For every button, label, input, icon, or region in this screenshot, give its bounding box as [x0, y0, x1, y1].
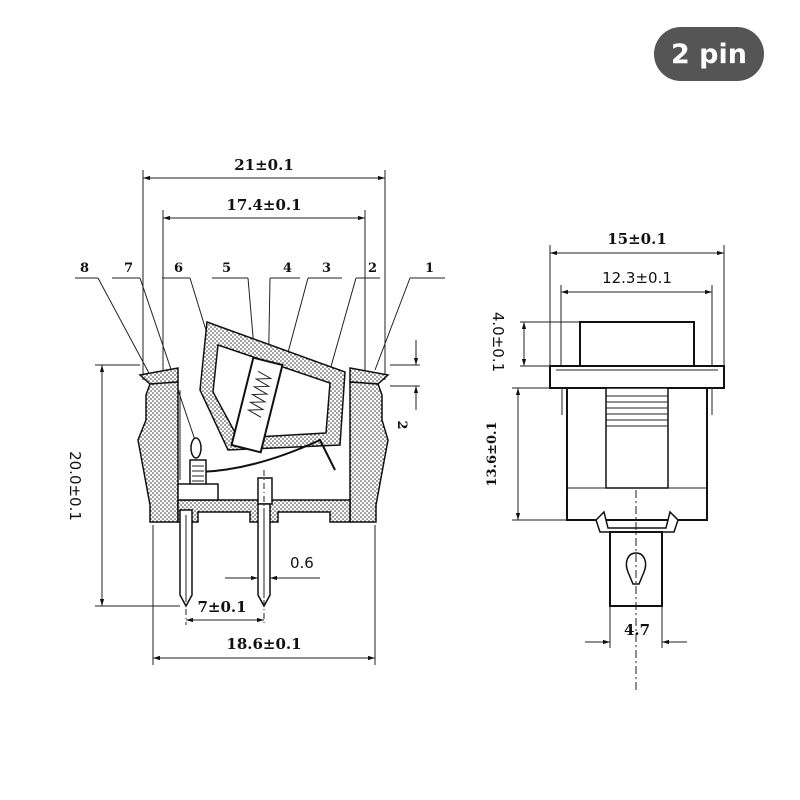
- side-terminal-width-label: 4.7: [624, 621, 650, 639]
- callout-6: 6: [174, 261, 183, 276]
- callout-8: 8: [80, 261, 89, 276]
- front-base-width-label: 18.6±0.1: [226, 635, 301, 653]
- front-height-label: 20.0±0.1: [66, 451, 84, 521]
- callout-2: 2: [368, 261, 377, 276]
- front-width-overall-label: 21±0.1: [234, 156, 294, 174]
- callout-1: 1: [425, 261, 434, 276]
- front-width-inner-label: 17.4±0.1: [226, 196, 301, 214]
- callout-group: 8 7 6 5 4 3 2 1: [75, 261, 445, 441]
- front-pin-thickness-label: 0.6: [290, 554, 314, 572]
- side-body-height-label: 13.6±0.1: [485, 421, 500, 486]
- side-width-inner-label: 12.3±0.1: [602, 269, 672, 287]
- pins: [179, 503, 271, 608]
- side-width-overall-label: 15±0.1: [607, 230, 667, 248]
- callout-4: 4: [283, 261, 292, 276]
- vent-lines: [606, 395, 668, 427]
- rocker-actuator: [199, 320, 346, 454]
- front-view: 21±0.1 17.4±0.1 8 7 6 5 4 3 2: [66, 156, 445, 665]
- callout-7: 7: [124, 261, 133, 276]
- front-step-label: 2: [394, 420, 409, 429]
- side-view: 15±0.1 12.3±0.1 4: [485, 230, 725, 690]
- callout-5: 5: [222, 261, 231, 276]
- side-cap-height-label: 4.0±0.1: [489, 312, 507, 372]
- front-pin-pitch-label: 7±0.1: [197, 598, 246, 616]
- callout-3: 3: [322, 261, 331, 276]
- pin-count-badge: 2 pin: [654, 27, 764, 81]
